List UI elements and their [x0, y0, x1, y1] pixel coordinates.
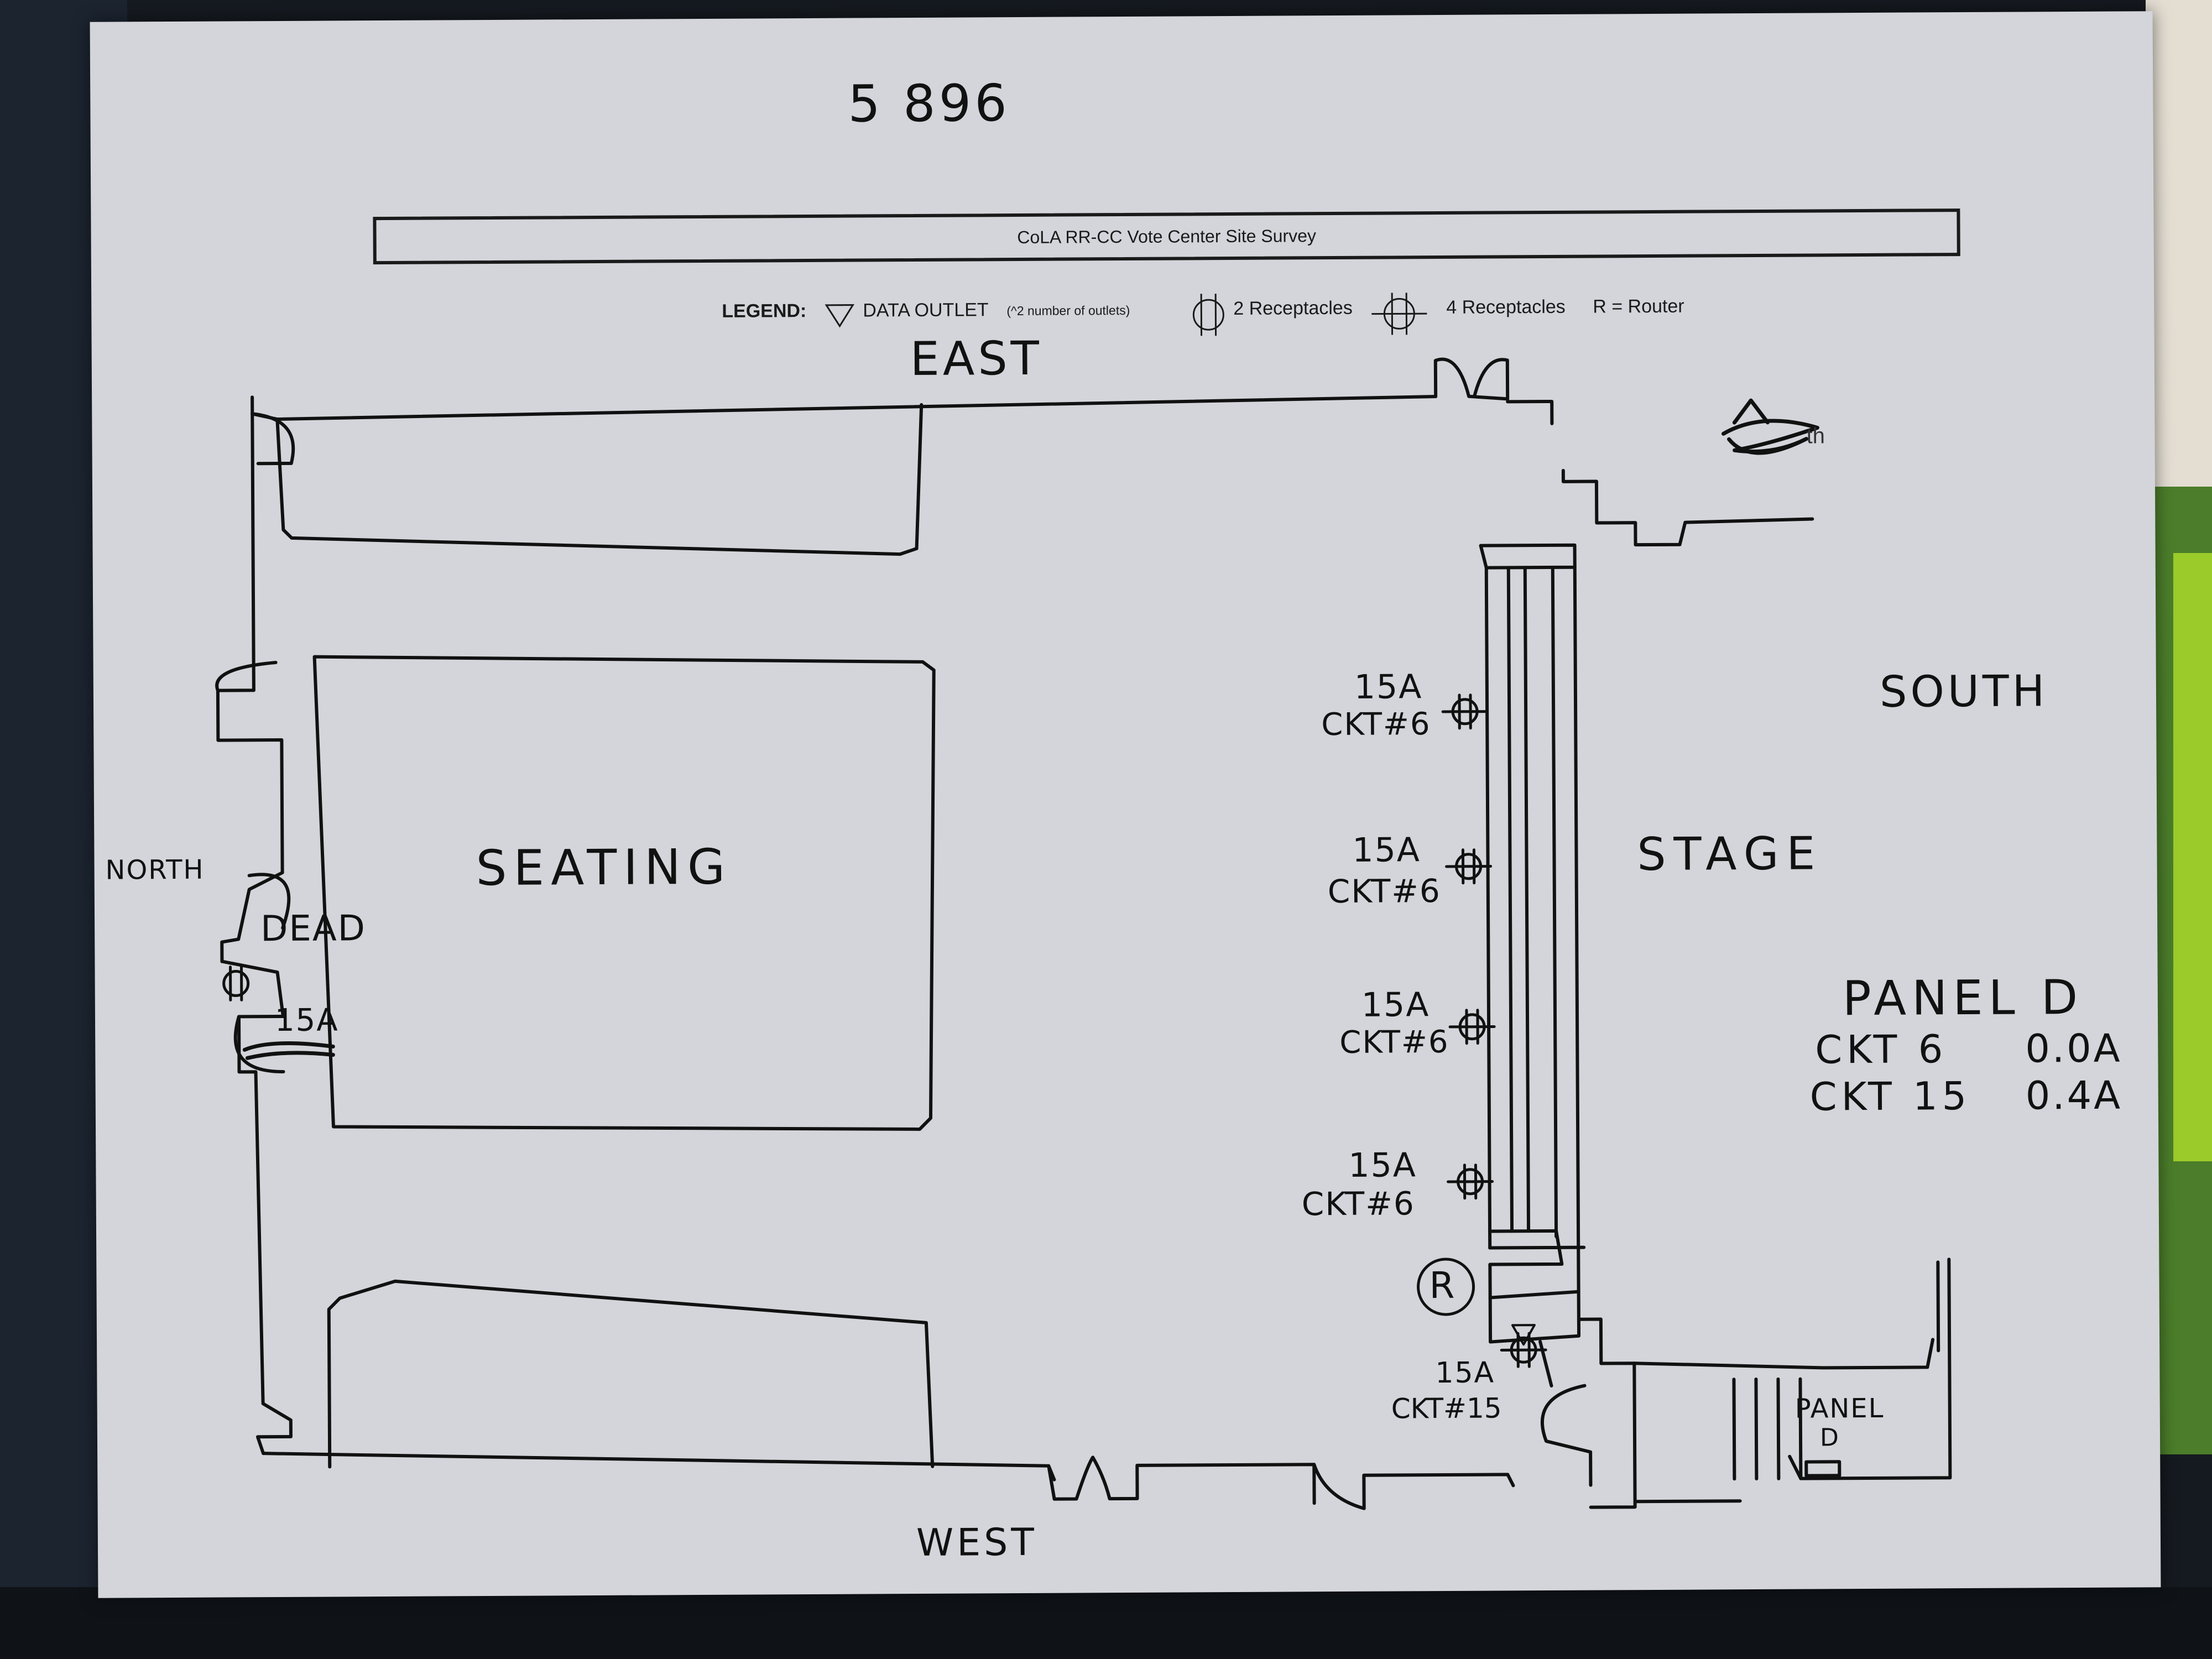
stage-partition-right: [1573, 565, 1580, 1293]
panel-room-door: [1540, 1384, 1593, 1487]
panel-room-walls: [1589, 1258, 1952, 1509]
west-door-2: [1312, 1463, 1515, 1510]
panel-row-1-reading: 0.0A: [2025, 1025, 2122, 1072]
bottom-outlet-amps: 15A: [1435, 1356, 1495, 1390]
stage-partition-left: [1484, 566, 1492, 1250]
panel-row-2-circuit: CKT 15: [1809, 1073, 1971, 1120]
table-block-bottom: [327, 1279, 935, 1469]
direction-south: SOUTH: [1879, 666, 2048, 717]
stage-stairs: [1488, 1290, 1581, 1387]
scribbled-direction: [1721, 398, 1819, 455]
north-outlet-status: DEAD: [260, 908, 367, 950]
legend: LEGEND: DATA OUTLET (^2 number of outlet…: [722, 290, 1772, 340]
scribble-fragment: th: [1806, 424, 1825, 448]
direction-east: EAST: [910, 331, 1043, 387]
router-circle: [1417, 1258, 1475, 1316]
background-wall: [2146, 0, 2212, 487]
northeast-wall: [1561, 468, 1814, 547]
router-label: R: [1429, 1264, 1455, 1307]
background-green-highlight: [2173, 553, 2212, 1161]
wall-outlet-2-amps: 15A: [1352, 831, 1421, 870]
north-door-3: [247, 873, 291, 930]
two-receptacles-icon: [1192, 294, 1224, 336]
data-outlet-icon: [825, 304, 854, 328]
panel-row-1-circuit: CKT 6: [1815, 1026, 1948, 1073]
background-bottom: [0, 1587, 2212, 1659]
wall-outlet-1-circuit: CKT#6: [1321, 706, 1431, 743]
wall-outlet-2-circuit: CKT#6: [1327, 872, 1441, 911]
stage-partition-bottom: [1488, 1229, 1586, 1300]
area-seating: SEATING: [476, 838, 732, 897]
direction-west: WEST: [916, 1520, 1038, 1565]
table-block-top: [275, 403, 924, 556]
stage-front: [1577, 1260, 1940, 1370]
data-outlet-mark: [1511, 1324, 1536, 1346]
panel-room-label: PANEL: [1794, 1392, 1885, 1425]
east-wall: [251, 395, 1438, 421]
stage-partition-lines: [1506, 565, 1558, 1238]
receptacle-symbols: [222, 693, 1547, 1368]
wall-outlet-1-amps: 15A: [1354, 667, 1423, 707]
survey-sheet: 5 896 CoLA RR-CC Vote Center Site Survey…: [90, 11, 2161, 1598]
direction-north: NORTH: [105, 854, 205, 886]
west-wall: [262, 1452, 1056, 1481]
panel-room-stairs: [1732, 1377, 1803, 1481]
area-stage: STAGE: [1637, 827, 1823, 881]
panel-room-label-letter: D: [1819, 1423, 1839, 1452]
panel-title: PANEL D: [1842, 969, 2084, 1027]
wall-outlet-3-amps: 15A: [1361, 985, 1430, 1025]
struck-label: [242, 1041, 335, 1060]
panel-d-box: [1804, 1460, 1841, 1478]
panel-row-2-reading: 0.4A: [2025, 1072, 2123, 1119]
stage-partition-top: [1479, 543, 1577, 570]
north-door-1: [251, 412, 295, 466]
west-door-1: [1047, 1455, 1316, 1505]
bottom-outlet-circuit: CKT#15: [1391, 1392, 1502, 1425]
wall-outlet-4-circuit: CKT#6: [1301, 1185, 1415, 1223]
north-door-4: [233, 1015, 285, 1073]
wall-outlet-4-amps: 15A: [1348, 1146, 1417, 1185]
floor-plan-drawing: [215, 357, 1952, 1510]
east-door: [1433, 357, 1554, 425]
wall-outlet-3-circuit: CKT#6: [1339, 1024, 1449, 1061]
north-wall: [216, 412, 293, 1455]
north-door-2: [215, 661, 278, 692]
north-outlet-amps: 15A: [274, 1002, 339, 1039]
seating-block: [312, 655, 936, 1131]
four-receptacles-icon: [1371, 293, 1427, 335]
